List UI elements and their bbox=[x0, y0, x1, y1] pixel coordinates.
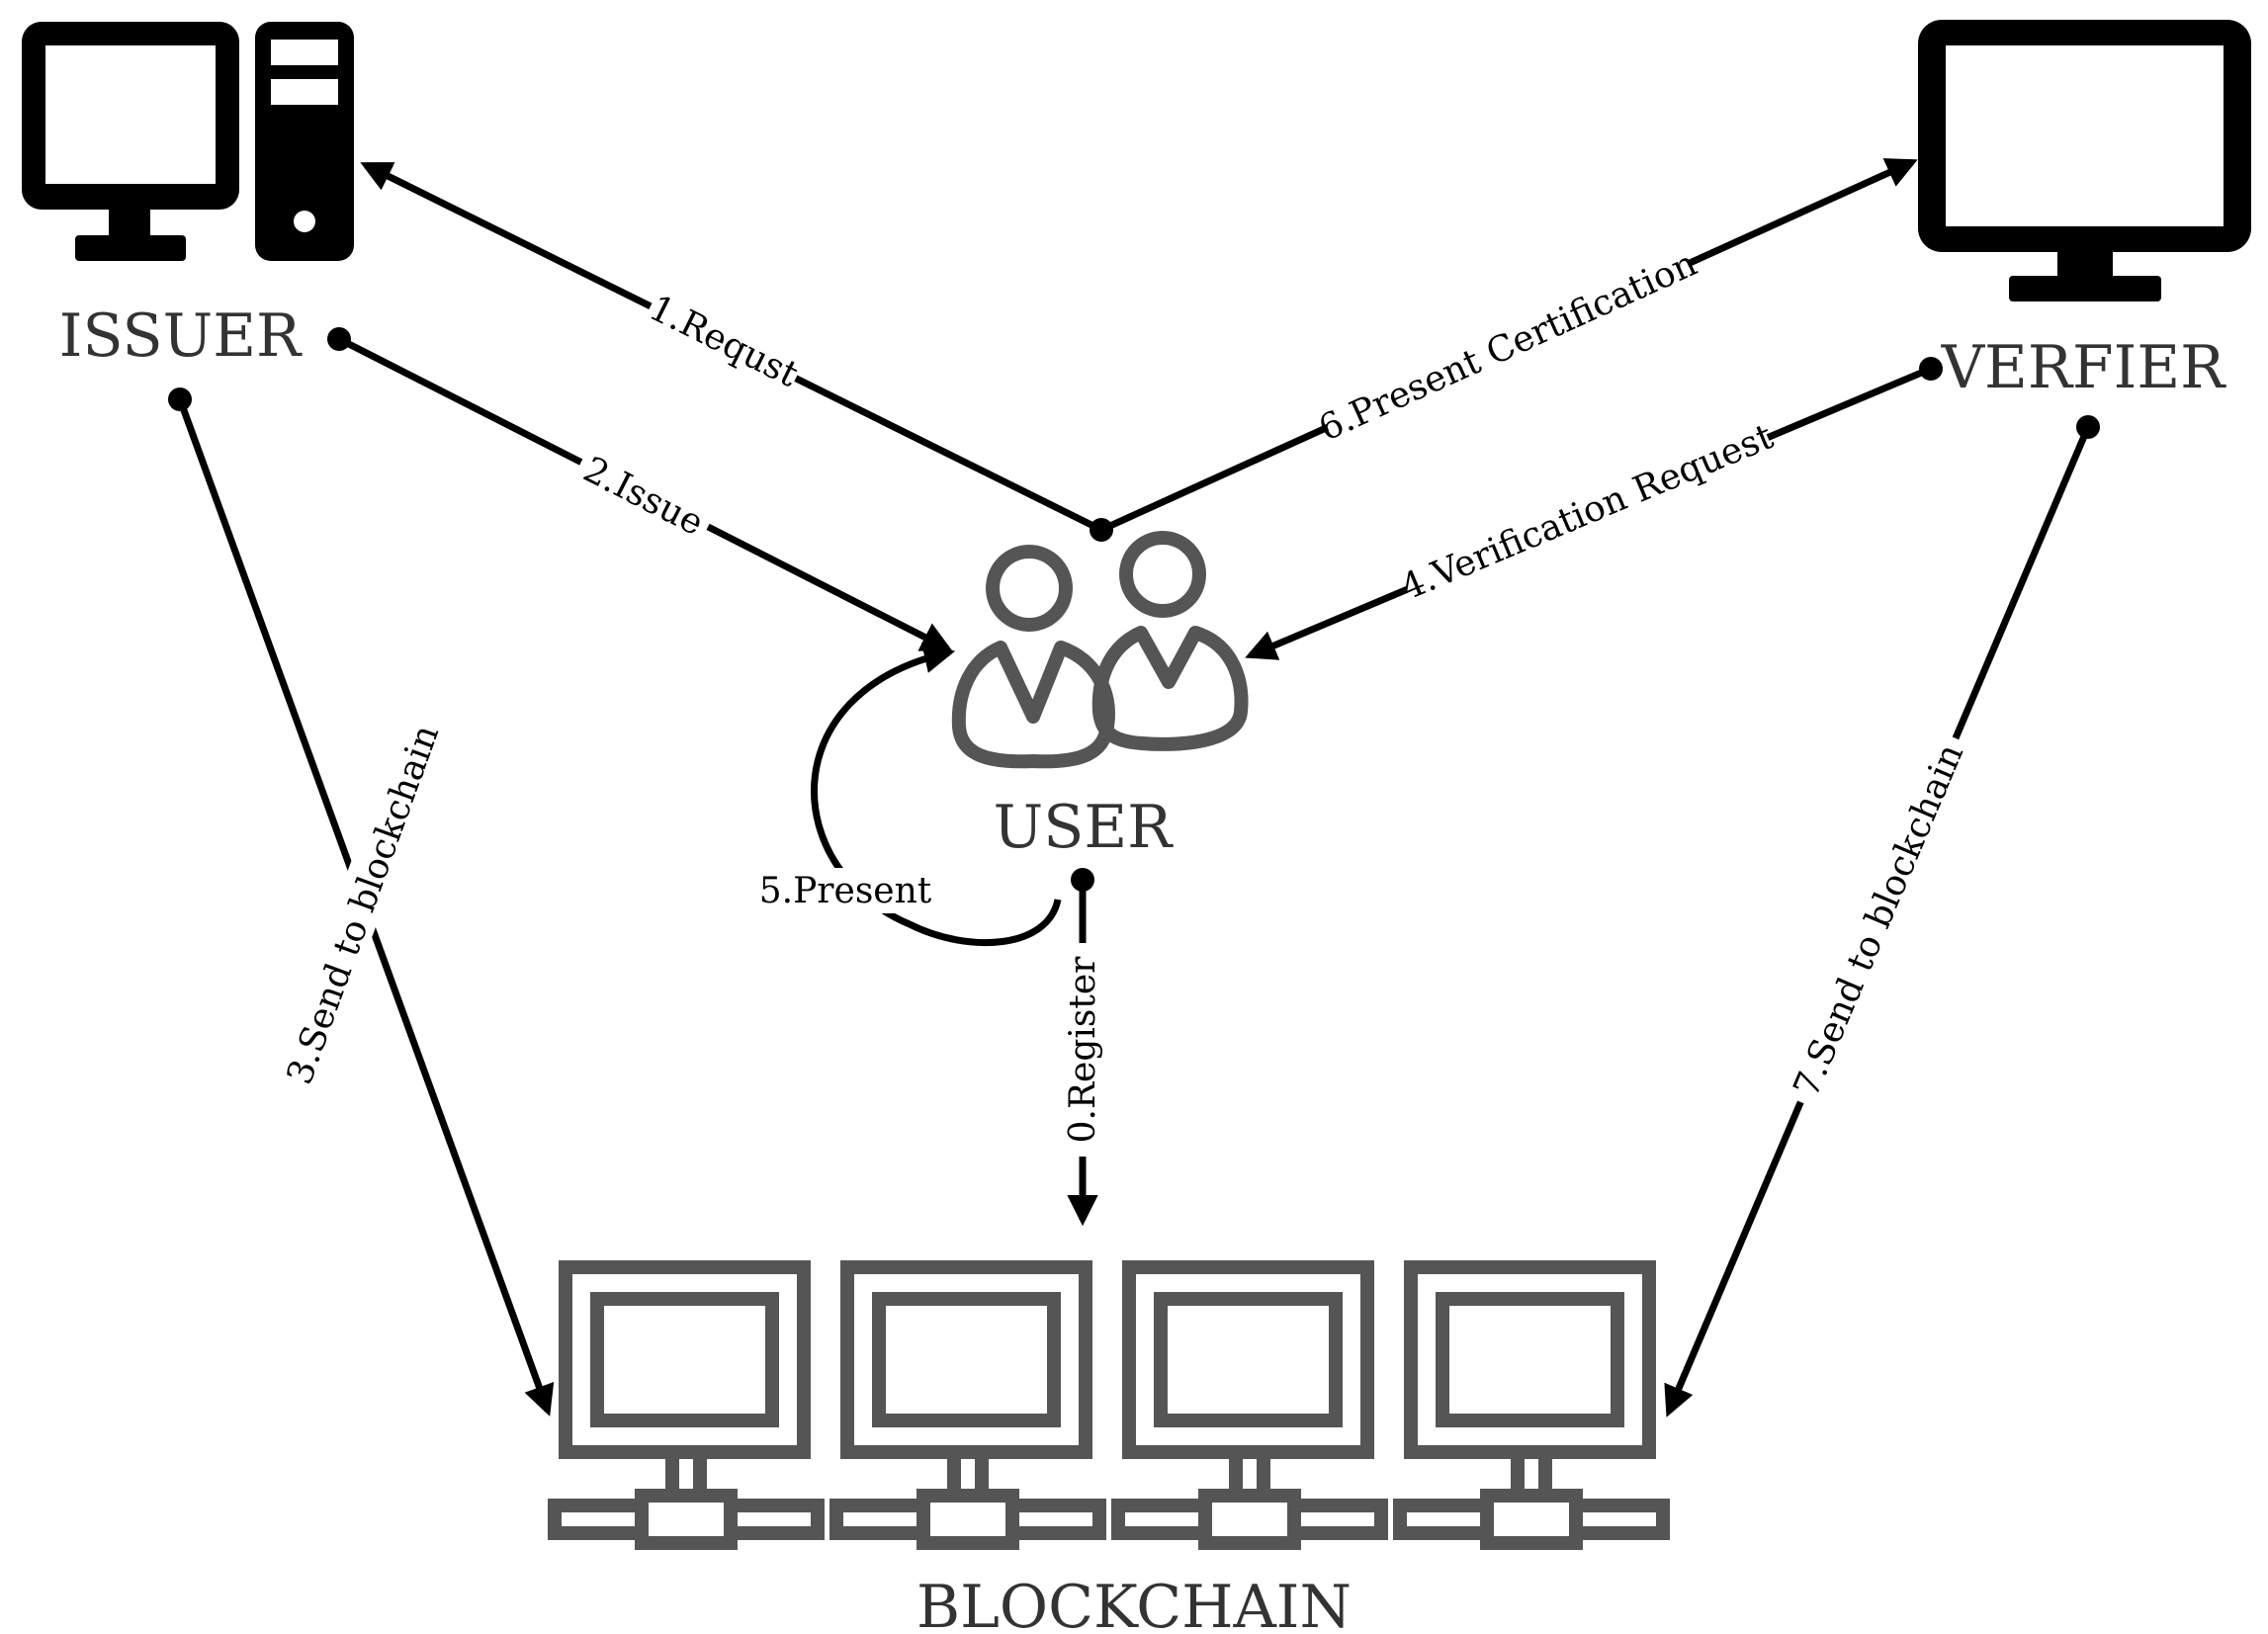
blockchain-node-computer bbox=[1393, 1260, 1670, 1550]
user-label: USER bbox=[994, 793, 1174, 862]
edge-present: 5.Present bbox=[749, 643, 1062, 947]
edge-verifier-send: 7.Send to blockchain bbox=[1664, 415, 2100, 1418]
networked-computers-icon bbox=[548, 1260, 1670, 1550]
edge-label-issuer-send: 3.Send to blockchain bbox=[280, 720, 448, 1089]
edge-present-certification: 6.Present Certification bbox=[1099, 158, 1918, 534]
desktop-computer-icon bbox=[22, 22, 354, 261]
blockchain-label: BLOCKCHAIN bbox=[916, 1573, 1352, 1634]
edge-request: 1.Requst bbox=[360, 161, 1113, 542]
users-icon bbox=[951, 531, 1249, 769]
monitor-icon bbox=[1918, 20, 2251, 301]
edge-issue: 2.Issue bbox=[327, 327, 953, 652]
edge-label-present: 5.Present bbox=[759, 871, 932, 911]
blockchain-node-computer bbox=[548, 1260, 825, 1550]
verifier-label: VERFIER bbox=[1941, 333, 2226, 402]
edge-issuer-send: 3.Send to blockchain bbox=[168, 387, 555, 1417]
edge-label-present-certification: 6.Present Certification bbox=[1313, 243, 1702, 450]
edge-label-issue: 2.Issue bbox=[577, 450, 710, 545]
issuer-label: ISSUER bbox=[59, 301, 303, 371]
blockchain-node-computer bbox=[829, 1260, 1106, 1550]
edge-label-register: 0.Register bbox=[1063, 956, 1103, 1144]
edge-label-verifier-send: 7.Send to blockchain bbox=[1787, 738, 1972, 1103]
edge-register: 0.Register bbox=[1057, 868, 1103, 1227]
blockchain-node-computer bbox=[1111, 1260, 1388, 1550]
edge-label-verification-request: 4.Verification Request bbox=[1395, 416, 1780, 609]
